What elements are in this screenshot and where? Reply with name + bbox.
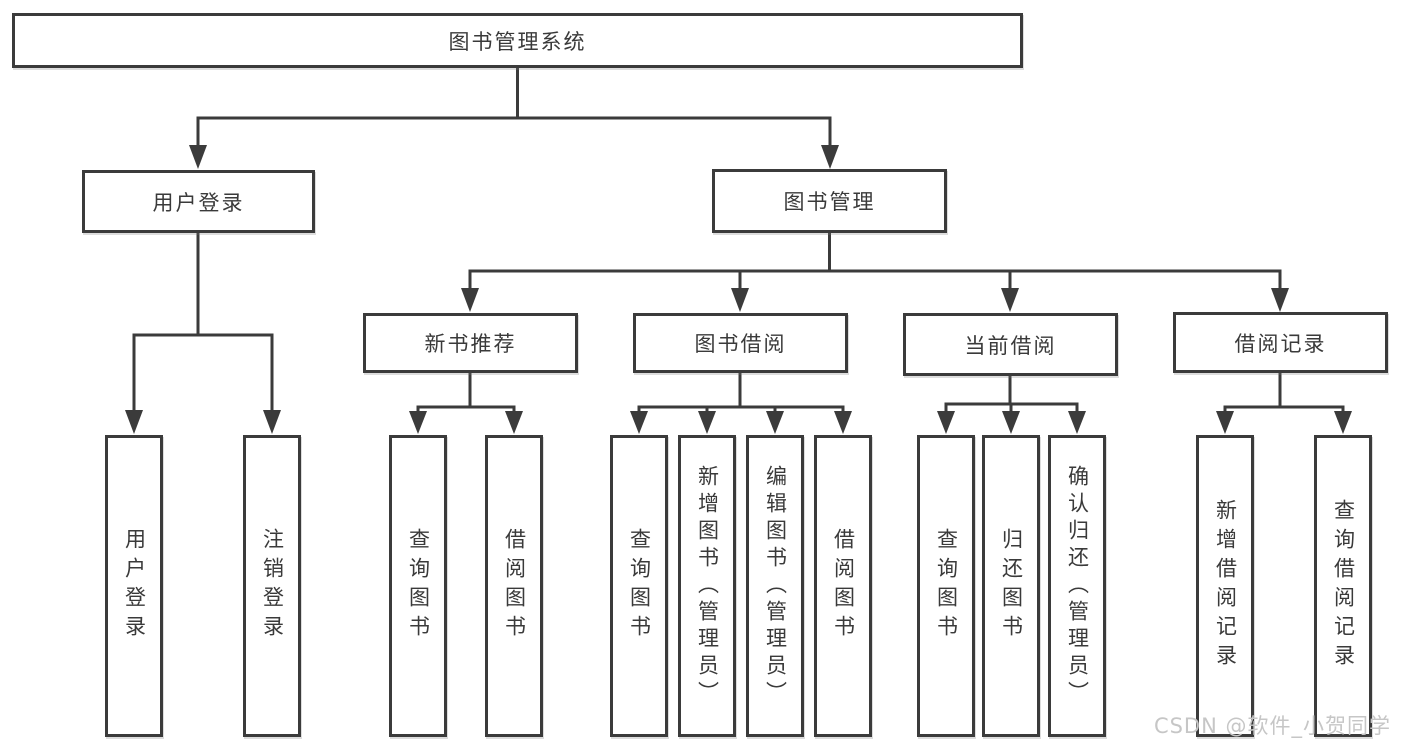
node-current-borrowing: 当前借阅 bbox=[903, 313, 1118, 376]
leaf-return-book: 归还图书 bbox=[982, 435, 1040, 737]
leaf-user-login: 用户登录 bbox=[105, 435, 163, 737]
node-borrowing-records: 借阅记录 bbox=[1173, 312, 1388, 373]
leaf-add-book-admin: 新增图书（管理员） bbox=[678, 435, 736, 737]
node-root-library-management-system: 图书管理系统 bbox=[12, 13, 1023, 68]
csdn-watermark: CSDN @软件_小贺同学 bbox=[1153, 714, 1391, 738]
leaf-query-books-recommend: 查询图书 bbox=[389, 435, 447, 737]
leaf-borrow-books-recommend: 借阅图书 bbox=[485, 435, 543, 737]
leaf-query-books-current: 查询图书 bbox=[917, 435, 975, 737]
node-book-borrowing: 图书借阅 bbox=[633, 313, 848, 373]
node-user-login: 用户登录 bbox=[82, 170, 315, 233]
leaf-query-borrow-record: 查询借阅记录 bbox=[1314, 435, 1372, 737]
leaf-logout: 注销登录 bbox=[243, 435, 301, 737]
leaf-edit-book-admin: 编辑图书（管理员） bbox=[746, 435, 804, 737]
node-new-book-recommend: 新书推荐 bbox=[363, 313, 578, 373]
leaf-confirm-return-admin: 确认归还（管理员） bbox=[1048, 435, 1106, 737]
leaf-query-books-borrowing: 查询图书 bbox=[610, 435, 668, 737]
arrowheads bbox=[125, 145, 1352, 434]
node-book-management: 图书管理 bbox=[712, 169, 947, 233]
leaf-borrow-books-borrowing: 借阅图书 bbox=[814, 435, 872, 737]
leaf-add-borrow-record: 新增借阅记录 bbox=[1196, 435, 1254, 737]
